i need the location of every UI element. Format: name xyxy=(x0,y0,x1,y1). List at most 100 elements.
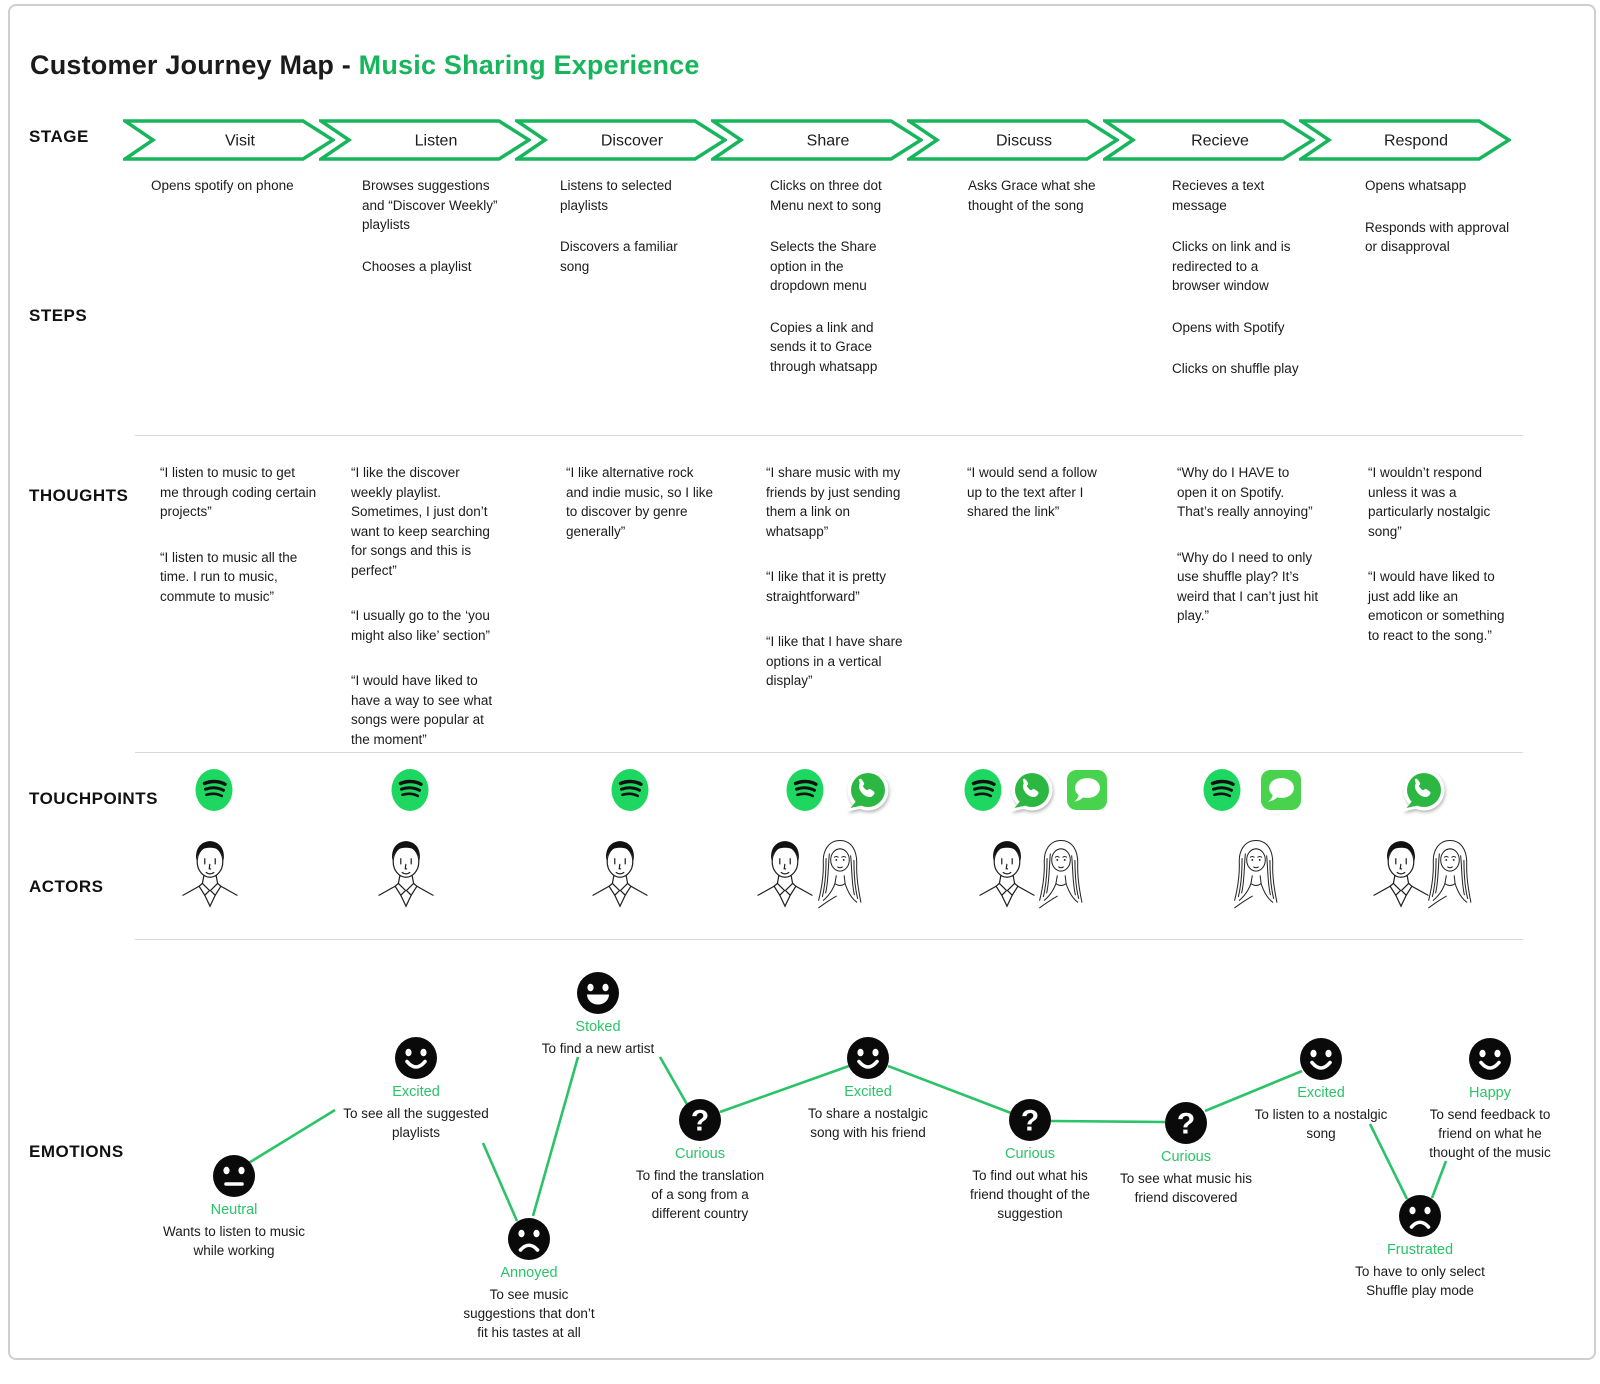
curious-share-emoticon: ? xyxy=(678,1098,722,1142)
question-face-shape: ? xyxy=(1165,1102,1207,1144)
step-text: Asks Grace what she thought of the song xyxy=(968,178,1096,213)
emotion-line-segment xyxy=(719,1064,850,1114)
whatsapp-icon xyxy=(846,768,890,812)
thought-quote: “I would have liked to just add like an … xyxy=(1368,569,1505,643)
stage-arrow-respond: Respond xyxy=(1295,119,1513,161)
emotion-label: Excited xyxy=(392,1084,440,1100)
stage-label: Listen xyxy=(415,133,458,150)
whatsapp-icon xyxy=(1010,768,1054,812)
stage-arrow-share: Share xyxy=(707,119,925,161)
emotion-description: To send feedback to friend on what he th… xyxy=(1429,1107,1551,1160)
thought-quote: “I like that it is pretty straightforwar… xyxy=(766,569,887,604)
woman-actor-illustration xyxy=(1035,835,1087,915)
neutral-visit-emoticon xyxy=(212,1154,256,1198)
stage-chevron-shape: Visit xyxy=(119,119,337,161)
emotion-description: To find the translation of a song from a… xyxy=(635,1168,765,1221)
thought-quote: “I would send a follow up to the text af… xyxy=(967,465,1097,519)
stage-chevron-shape: Respond xyxy=(1295,119,1513,161)
happy-respond-emoticon xyxy=(1468,1037,1512,1081)
man-actor-illustration xyxy=(591,835,649,914)
excited-listen-emoticon xyxy=(394,1036,438,1080)
step-text: Opens whatsapp xyxy=(1365,178,1467,193)
emotion-label: Curious xyxy=(1005,1146,1055,1162)
thought-quote: “I listen to music all the time. I run t… xyxy=(160,549,298,604)
emotion-label: Excited xyxy=(1297,1085,1345,1101)
emotion-label: Annoyed xyxy=(500,1265,558,1281)
smile-face-shape xyxy=(1469,1038,1511,1080)
stage-label: Respond xyxy=(1384,133,1448,150)
man-illustration-shape xyxy=(182,841,238,908)
emotion-label: Frustrated xyxy=(1386,1242,1454,1258)
thought-quote: “I like that I have share options in a v… xyxy=(766,634,903,688)
step-text: Clicks on shuffle play xyxy=(1172,361,1299,376)
frown-face-shape xyxy=(1399,1195,1441,1237)
spotify-logo-shape xyxy=(195,769,233,811)
emotion-line-segment xyxy=(1430,1160,1448,1199)
thought-quote: “I like the discover weekly playlist. So… xyxy=(351,465,490,578)
spotify-icon xyxy=(961,768,1005,812)
man-actor-illustration xyxy=(377,835,435,914)
question-face-shape: ? xyxy=(1009,1099,1051,1141)
spotify-logo-shape xyxy=(1203,769,1241,811)
spotify-logo-shape xyxy=(391,769,429,811)
man-illustration-shape xyxy=(378,841,434,908)
woman-illustration-shape xyxy=(818,839,862,909)
thought-quote: “I listen to music to get me through cod… xyxy=(160,465,317,519)
excited-share-emoticon xyxy=(846,1036,890,1080)
stage-chevron-shape: Discuss xyxy=(903,119,1121,161)
emotion-label: Happy xyxy=(1469,1085,1511,1101)
stage-arrow-discover: Discover xyxy=(511,119,729,161)
spotify-logo-shape xyxy=(611,769,649,811)
frown-face-shape xyxy=(508,1218,550,1260)
thought-quote: “I share music with my friends by just s… xyxy=(766,465,901,539)
thoughts-column-discover: “I like alternative rock and indie music… xyxy=(566,463,752,567)
smile-face-shape xyxy=(847,1037,889,1079)
emotion-line-segment xyxy=(1368,1123,1409,1200)
whatsapp-icon xyxy=(1402,768,1446,812)
stage-label: Discover xyxy=(601,133,664,150)
stage-label: Visit xyxy=(225,133,255,150)
thought-quote: “Why do I need to only use shuffle play?… xyxy=(1177,549,1319,624)
divider-actors-emotions xyxy=(135,939,1523,940)
stage-arrow-discuss: Discuss xyxy=(903,119,1121,161)
frustrated-respond-emoticon xyxy=(1398,1194,1442,1238)
thoughts-column-respond: “I wouldn’t respond unless it was a part… xyxy=(1368,463,1554,671)
emotion-line-segment xyxy=(246,1108,336,1166)
emotion-description: Wants to listen to music while working xyxy=(162,1224,306,1258)
spotify-logo-shape xyxy=(786,769,824,811)
thought-quote: “Why do I HAVE to open it on Spotify. Th… xyxy=(1177,465,1313,519)
emotion-description: To see what music his friend discovered xyxy=(1119,1171,1253,1205)
row-label-touchpoints: TOUCHPOINTS xyxy=(29,789,158,808)
man-actor-illustration xyxy=(1372,835,1430,914)
page-title: Customer Journey Map - Music Sharing Exp… xyxy=(30,50,700,81)
woman-actor-illustration xyxy=(1230,835,1282,915)
woman-illustration-shape xyxy=(1039,839,1083,909)
step-text: Copies a link and sends it to Grace thro… xyxy=(770,319,878,374)
man-illustration-shape xyxy=(979,841,1035,908)
spotify-icon xyxy=(608,768,652,812)
woman-actor-illustration xyxy=(1424,835,1476,915)
thoughts-column-share: “I share music with my friends by just s… xyxy=(766,463,952,717)
thought-quote: “I wouldn’t respond unless it was a part… xyxy=(1368,465,1491,539)
woman-illustration-shape xyxy=(1428,839,1472,909)
step-text: Responds with approval or disapproval xyxy=(1365,219,1510,255)
woman-illustration-shape xyxy=(1234,839,1278,909)
stage-chevron-shape: Share xyxy=(707,119,925,161)
svg-text:?: ? xyxy=(691,1105,709,1138)
spotify-icon xyxy=(192,768,236,812)
row-label-thoughts: THOUGHTS xyxy=(29,486,129,505)
man-actor-illustration xyxy=(978,835,1036,914)
spotify-icon xyxy=(388,768,432,812)
imessage-icon xyxy=(1259,768,1303,812)
svg-text:?: ? xyxy=(1177,1108,1195,1141)
thought-quote: “I like alternative rock and indie music… xyxy=(566,465,714,539)
steps-column-discuss: Asks Grace what she thought of the song xyxy=(968,176,1154,237)
divider-steps-thoughts xyxy=(135,435,1523,436)
question-face-shape: ? xyxy=(679,1099,721,1141)
imessage-logo-shape xyxy=(1067,770,1107,810)
